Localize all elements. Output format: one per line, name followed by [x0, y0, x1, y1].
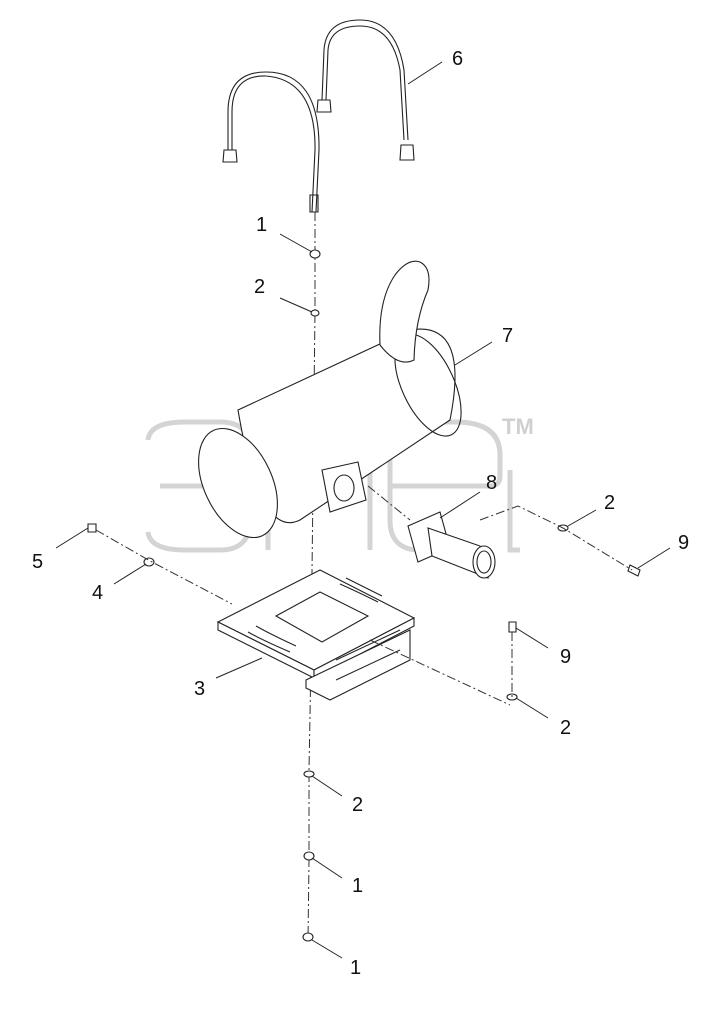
callout-7: 7: [502, 325, 513, 347]
outlet-pipe: [407, 511, 496, 579]
callout-9-right: 9: [678, 532, 689, 554]
callout-2-bottom: 2: [352, 794, 363, 816]
cable-assembly: [222, 19, 415, 213]
callout-1-top: 1: [256, 214, 267, 236]
mount-bracket: [216, 569, 416, 701]
leader-lines: [55, 61, 671, 959]
callout-3: 3: [194, 678, 205, 700]
callout-5: 5: [32, 551, 43, 573]
callout-4: 4: [92, 582, 103, 604]
callout-6: 6: [452, 48, 463, 70]
muffler: [198, 260, 462, 539]
callout-2-right: 2: [604, 492, 615, 514]
callout-1-bottom-a: 1: [352, 875, 363, 897]
watermark-tm: TM: [502, 414, 534, 439]
callout-9-lower: 9: [560, 646, 571, 668]
callout-1-bottom-b: 1: [350, 957, 361, 979]
assembly-lines: [95, 485, 633, 706]
callout-2-top: 2: [254, 276, 265, 298]
callout-8: 8: [486, 472, 497, 494]
callout-2-lower-right: 2: [560, 717, 571, 739]
